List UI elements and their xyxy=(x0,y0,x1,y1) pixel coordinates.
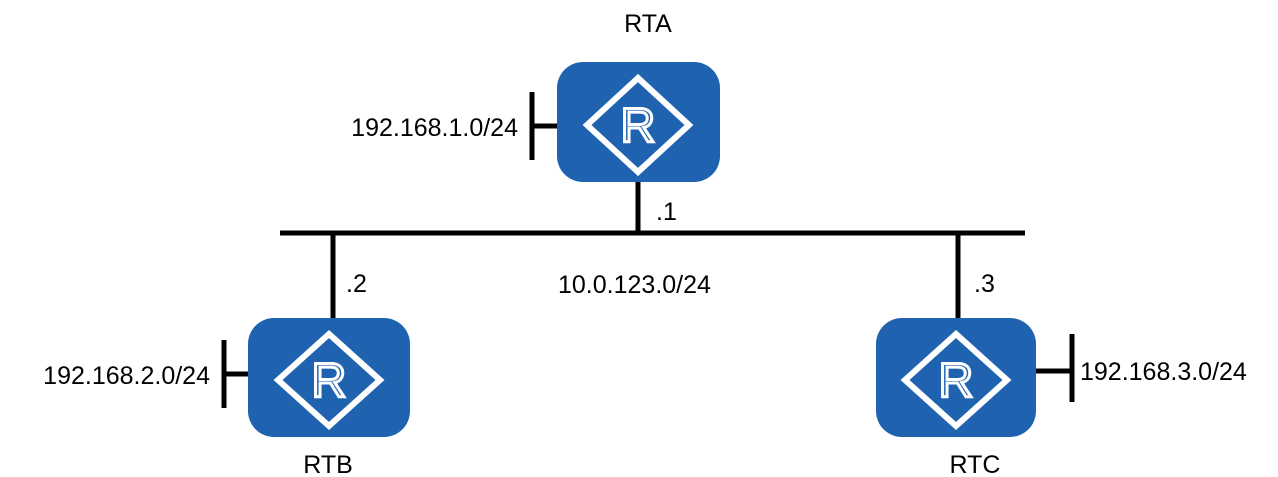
router-letter: R xyxy=(621,100,656,153)
router-diamond xyxy=(273,329,385,431)
interface-label-rtb: .2 xyxy=(346,270,367,298)
router-icon: R xyxy=(876,318,1036,437)
router-body xyxy=(248,318,410,437)
lan-label-rta: 192.168.1.0/24 xyxy=(351,114,518,142)
router-rtb[interactable]: R xyxy=(248,318,410,437)
router-letter: R xyxy=(312,355,347,408)
interface-label-rtc: .3 xyxy=(974,270,995,298)
router-label-rtb: RTB xyxy=(303,451,353,477)
router-letter: R xyxy=(939,355,974,408)
router-body xyxy=(876,318,1036,437)
router-body xyxy=(557,62,720,182)
shared-network-label: 10.0.123.0/24 xyxy=(558,271,711,299)
router-icon: R xyxy=(557,62,720,182)
router-label-rta: RTA xyxy=(624,10,672,38)
router-rta[interactable]: R xyxy=(557,62,720,182)
router-rtc[interactable]: R xyxy=(876,318,1036,437)
lan-label-rtc: 192.168.3.0/24 xyxy=(1080,358,1247,386)
interface-label-rta: .1 xyxy=(656,198,677,226)
router-diamond xyxy=(900,329,1012,431)
router-diamond xyxy=(582,73,694,177)
router-icon: R xyxy=(248,318,410,437)
lan-label-rtb: 192.168.2.0/24 xyxy=(43,362,210,390)
router-label-rtc: RTC xyxy=(950,451,1001,477)
